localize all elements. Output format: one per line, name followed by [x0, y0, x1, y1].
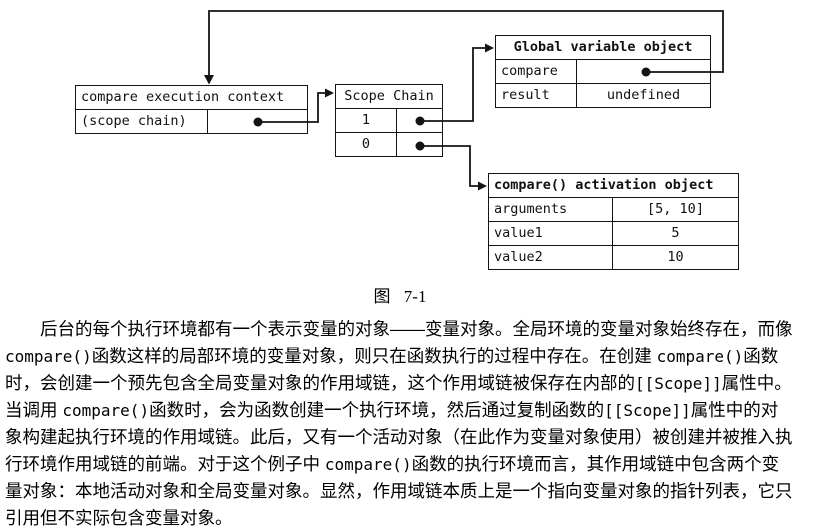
global-object-pointer-cell [577, 60, 710, 83]
code-run: compare() [5, 347, 92, 366]
body-paragraph: 后台的每个执行环境都有一个表示变量的对象——变量对象。全局环境的变量对象始终存在… [5, 316, 813, 528]
text-run: 函数这样的局部环境的变量对象，则只在函数执行的过程中存在。在创建 [91, 346, 657, 366]
exec-context-pointer-cell [208, 110, 307, 133]
exec-context-title: compare execution context [76, 86, 307, 110]
activation-object-row-arguments: arguments [5, 10] [489, 198, 738, 222]
text-run: 函数 [743, 346, 779, 366]
text-run: 属性中的对 [690, 400, 779, 420]
paragraph-line: 时，会创建一个预先包含全局变量对象的作用域链，这个作用域链被保存在内部的[[Sc… [5, 370, 813, 397]
text-run: 属性中。 [721, 373, 792, 393]
code-run: compare() [324, 455, 412, 474]
global-object-value: undefined [606, 87, 681, 103]
text-run: 函数时，会为函数创建一个执行环境，然后通过复制函数的 [149, 400, 605, 420]
exec-context-box: compare execution context (scope chain) [75, 85, 308, 134]
scope-chain-title: Scope Chain [336, 85, 442, 109]
scope-chain-box: Scope Chain 1 0 [335, 84, 443, 157]
text-run: 引用但不实际包含变量对象。 [5, 508, 233, 528]
activation-object-key: arguments [489, 198, 613, 221]
arrowhead-right-icon [325, 88, 334, 98]
global-object-key: result [496, 84, 577, 107]
code-run: [[Scope]] [604, 401, 691, 420]
scope-chain-index: 1 [336, 109, 397, 132]
paragraph-line: 象构建起执行环境的作用域链。此后，又有一个活动对象（在此作为变量对象使用）被创建… [5, 424, 813, 451]
activation-object-row-value1: value1 5 [489, 222, 738, 246]
text-run: 行环境作用域链的前端。对于这个例子中 [5, 454, 325, 474]
text-run: 时，会创建一个预先包含全局变量对象的作用域链，这个作用域链被保存在内部的 [5, 373, 635, 393]
activation-object-key: value2 [489, 246, 613, 269]
activation-object-key: value1 [489, 222, 613, 245]
scope-chain-pointer-cell [397, 133, 442, 156]
activation-object-value: [5, 10] [647, 201, 704, 217]
paragraph-line: 当调用 compare()函数时，会为函数创建一个执行环境，然后通过复制函数的[… [5, 397, 813, 424]
global-object-key: compare [496, 60, 577, 83]
global-object-title: Global variable object [496, 36, 710, 60]
scope-chain-index: 0 [336, 133, 397, 156]
scope-chain-row-1: 1 [336, 109, 442, 133]
arrowhead-down-icon [204, 75, 214, 85]
global-variable-object-box: Global variable object compare result un… [495, 35, 711, 108]
paragraph-line: 行环境作用域链的前端。对于这个例子中 compare()函数的执行环境而言，其作… [5, 451, 813, 478]
exec-context-row-label: (scope chain) [76, 110, 208, 133]
exec-context-row: (scope chain) [76, 110, 307, 133]
text-run: 函数的执行环境而言，其作用域链中包含两个变 [411, 454, 780, 474]
arrowhead-right-icon [485, 43, 494, 53]
global-object-row-result: result undefined [496, 84, 710, 107]
figure-7-1-diagram: compare execution context (scope chain) … [75, 10, 739, 270]
paragraph-line: compare()函数这样的局部环境的变量对象，则只在函数执行的过程中存在。在创… [5, 343, 813, 370]
activation-object-row-value2: value2 10 [489, 246, 738, 269]
scope-chain-row-0: 0 [336, 133, 442, 156]
activation-object-value: 5 [671, 225, 680, 241]
paragraph-line: 后台的每个执行环境都有一个表示变量的对象——变量对象。全局环境的变量对象始终存在… [5, 316, 813, 343]
activation-object-value: 10 [667, 249, 684, 265]
paragraph-line: 引用但不实际包含变量对象。 [5, 505, 813, 528]
activation-object-box: compare() activation object arguments [5… [488, 173, 739, 270]
code-run: compare() [62, 401, 150, 420]
scope-chain-pointer-cell [397, 109, 442, 132]
text-run: 象构建起执行环境的作用域链。此后，又有一个活动对象（在此作为变量对象使用）被创建… [5, 427, 793, 447]
arrowhead-right-icon [478, 181, 487, 191]
text-run: 量对象：本地活动对象和全局变量对象。显然，作用域链本质上是一个指向变量对象的指针… [5, 481, 793, 501]
code-run: compare() [656, 347, 744, 366]
paragraph-line: 量对象：本地活动对象和全局变量对象。显然，作用域链本质上是一个指向变量对象的指针… [5, 478, 813, 505]
code-run: [[Scope]] [635, 374, 722, 393]
global-object-row-compare: compare [496, 60, 710, 84]
text-run: 后台的每个执行环境都有一个表示变量的对象——变量对象。全局环境的变量对象始终存在… [40, 319, 793, 339]
activation-object-title: compare() activation object [489, 174, 738, 198]
text-run: 当调用 [5, 400, 63, 420]
figure-caption: 图 7-1 [373, 287, 427, 306]
